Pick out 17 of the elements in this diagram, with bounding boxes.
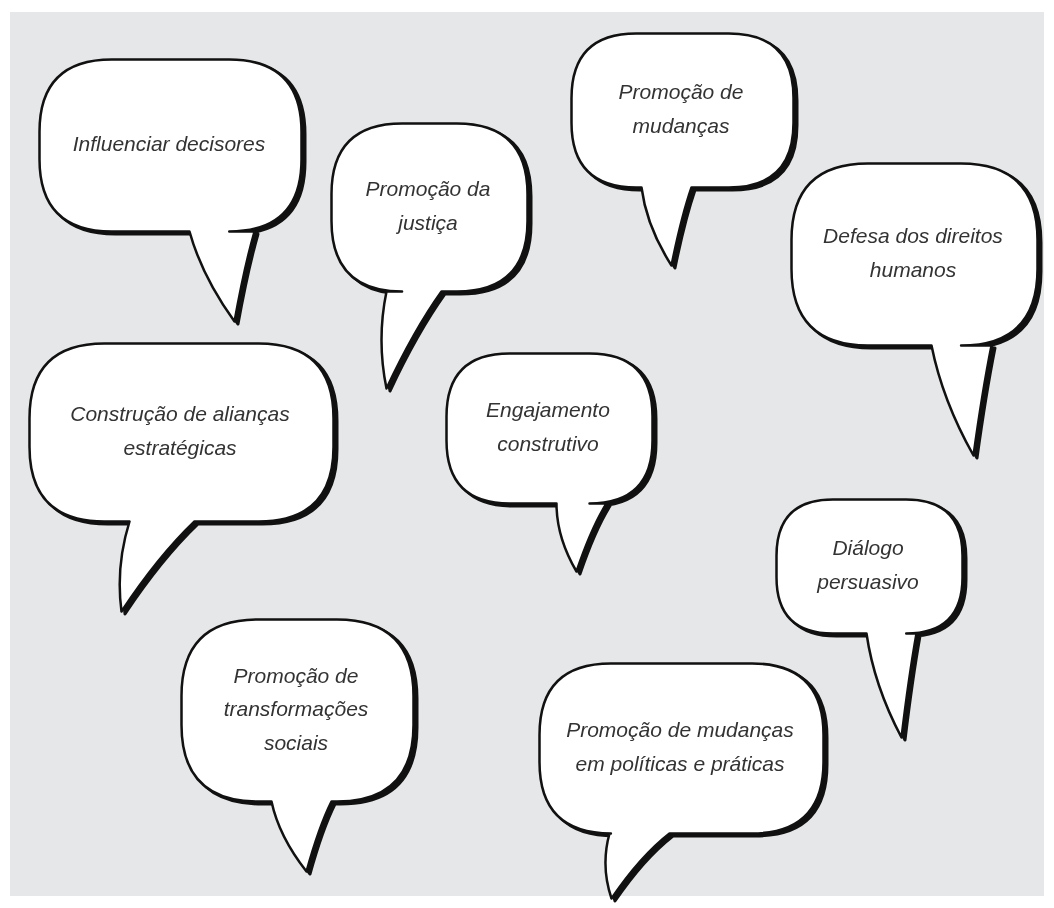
bubble-text: Defesa dos direitos humanos bbox=[822, 223, 1004, 283]
speech-bubble bbox=[180, 618, 420, 876]
bubble-text: Engajamento construtivo bbox=[485, 397, 611, 457]
bubble-text: Construção de alianças estratégicas bbox=[69, 401, 291, 461]
speech-bubble bbox=[445, 352, 659, 576]
speech-bubble bbox=[790, 162, 1044, 460]
speech-bubble bbox=[538, 662, 830, 903]
speech-bubble bbox=[570, 32, 800, 270]
speech-bubble bbox=[330, 122, 534, 393]
speech-bubble bbox=[28, 342, 340, 616]
speech-bubble bbox=[38, 58, 308, 326]
bubble-text: Promoção da justiça bbox=[364, 176, 492, 236]
bubble-text: Promoção de mudanças em políticas e práticas bbox=[565, 717, 795, 777]
bubble-text: Influenciar decisores bbox=[72, 131, 266, 158]
bubble-text: Diálogo persuasivo bbox=[815, 535, 920, 595]
bubble-text: Promoção de transformações sociais bbox=[222, 662, 370, 756]
bubble-text: Promoção de mudanças bbox=[617, 79, 745, 139]
